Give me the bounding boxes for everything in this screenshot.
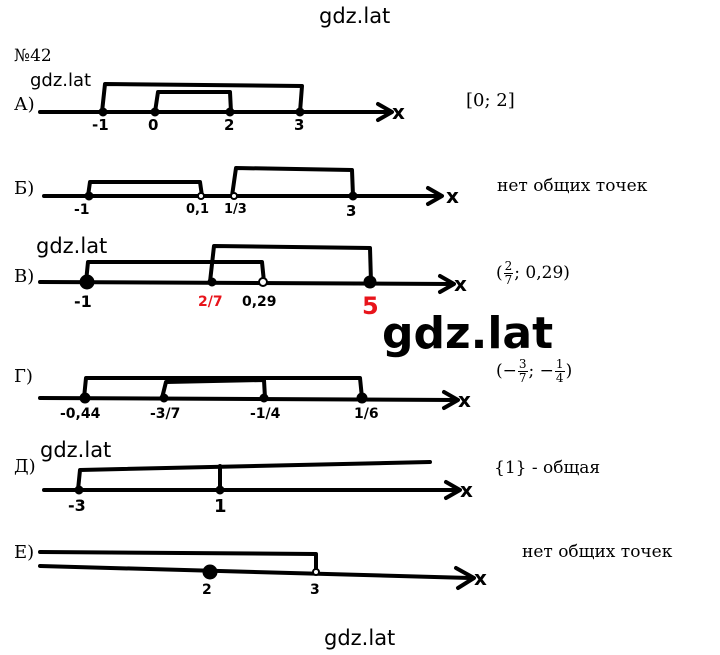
tick-v-2-highlight: 2/7 <box>198 294 223 310</box>
number-line-v <box>38 244 456 294</box>
axis-x-e: x <box>474 566 487 590</box>
tick-v-4-highlight: 5 <box>362 292 379 320</box>
watermark-center: gdz.lat <box>382 308 554 359</box>
point-b-4 <box>348 191 358 201</box>
axis-x-g: x <box>458 388 471 412</box>
tick-g-1: -0,44 <box>60 406 101 422</box>
point-a-3 <box>225 107 235 117</box>
row-label-v: В) <box>14 266 35 287</box>
point-v-2 <box>207 277 217 287</box>
tick-b-1: -1 <box>74 202 90 218</box>
point-a-4 <box>295 107 305 117</box>
row-label-a: А) <box>14 94 35 115</box>
tick-a-4: 3 <box>294 116 305 134</box>
watermark-top: gdz.lat <box>319 4 391 28</box>
point-b-1 <box>84 191 94 201</box>
point-g-2 <box>159 393 169 403</box>
tick-b-4: 3 <box>346 202 357 220</box>
point-b-3 <box>230 192 238 200</box>
tick-g-3: -1/4 <box>250 406 281 422</box>
tick-d-2: 1 <box>214 496 227 517</box>
tick-b-2: 0,1 <box>186 202 210 217</box>
point-a-1 <box>98 107 108 117</box>
point-g-4 <box>356 392 368 404</box>
tick-b-3: 1/3 <box>224 202 247 217</box>
answer-b: нет общих точек <box>497 176 648 196</box>
point-v-4 <box>363 275 377 289</box>
problem-number: №42 <box>14 46 52 66</box>
tick-e-1: 2 <box>202 582 212 598</box>
number-line-b <box>42 166 444 206</box>
tick-g-4: 1/6 <box>354 406 379 422</box>
point-d-2 <box>215 485 225 495</box>
watermark-d: gdz.lat <box>40 438 112 462</box>
row-label-d: Д) <box>14 456 36 477</box>
row-label-b: Б) <box>14 178 35 199</box>
answer-d: {1} - общая <box>494 458 601 478</box>
row-label-g: Г) <box>14 366 33 387</box>
number-line-d <box>42 460 462 500</box>
tick-v-3: 0,29 <box>242 294 277 310</box>
number-line-g <box>38 376 460 410</box>
axis-x-a: x <box>392 100 405 124</box>
point-a-2 <box>150 107 160 117</box>
tick-a-2: 0 <box>148 116 159 134</box>
point-d-1 <box>74 485 84 495</box>
tick-a-3: 2 <box>224 116 235 134</box>
answer-e: нет общих точек <box>522 542 673 562</box>
point-b-2 <box>197 192 205 200</box>
axis-x-d: x <box>460 478 473 502</box>
watermark-b: gdz.lat <box>36 234 108 258</box>
point-e-2 <box>312 568 320 576</box>
axis-x-b: x <box>446 184 459 208</box>
tick-a-1: -1 <box>92 116 109 134</box>
point-g-3 <box>259 393 269 403</box>
point-e-1 <box>202 564 218 580</box>
number-line-a <box>38 82 394 122</box>
axis-x-v: x <box>454 272 467 296</box>
point-v-1 <box>79 274 95 290</box>
watermark-bottom: gdz.lat <box>324 626 396 650</box>
answer-a: [0; 2] <box>466 90 515 111</box>
watermark-a: gdz.lat <box>30 70 92 91</box>
point-v-3 <box>258 277 268 287</box>
point-g-1 <box>79 392 91 404</box>
tick-e-2: 3 <box>310 582 320 598</box>
tick-g-2: -3/7 <box>150 406 181 422</box>
row-label-e: Е) <box>14 542 35 563</box>
number-line-e <box>38 550 476 590</box>
tick-d-1: -3 <box>68 496 86 515</box>
tick-v-1: -1 <box>74 292 92 311</box>
